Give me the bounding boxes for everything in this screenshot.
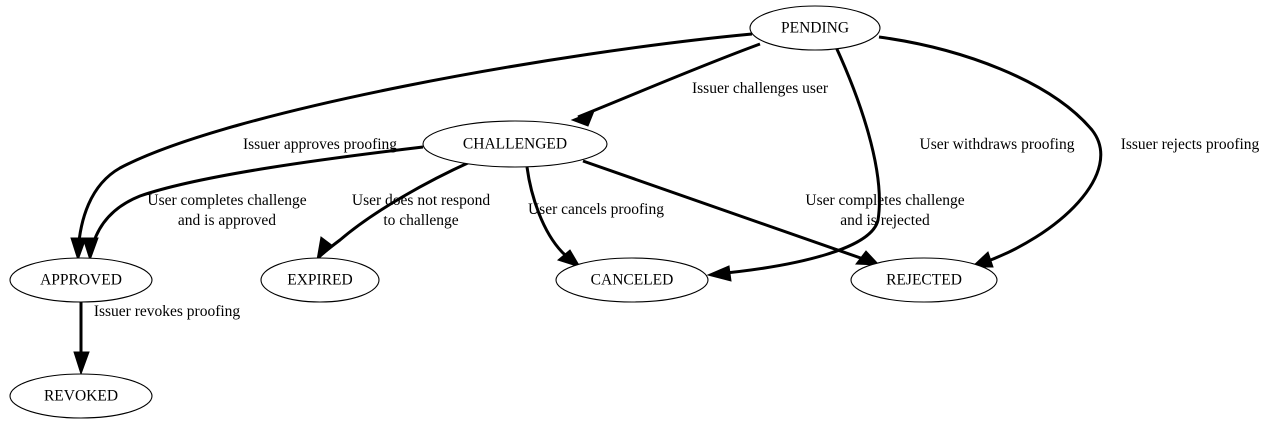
edges-layer xyxy=(70,32,1103,376)
edge-label-challenged-expired-line1: User does not respond xyxy=(352,192,490,209)
edge-pending-challenged-arrowhead xyxy=(570,110,595,127)
edge-label-challenged-rejected-line2: and is rejected xyxy=(840,212,930,229)
edge-challenged-approved-path xyxy=(89,145,424,253)
edge-challenged-rejected-arrowhead xyxy=(855,250,881,266)
node-expired[interactable]: EXPIRED xyxy=(260,257,380,303)
edge-label-pending-approved: Issuer approves proofing xyxy=(243,136,397,153)
edge-challenged-approved[interactable] xyxy=(82,145,424,262)
node-approved-ellipse xyxy=(9,257,153,303)
edge-pending-canceled-path xyxy=(715,46,881,276)
node-pending-label: PENDING xyxy=(781,20,849,37)
edge-label-approved-revoked: Issuer revokes proofing xyxy=(94,303,241,320)
edge-label-challenged-approved-line2: and is approved xyxy=(178,212,276,229)
node-pending[interactable]: PENDING xyxy=(749,5,881,51)
edge-challenged-rejected-path xyxy=(582,159,873,264)
edge-pending-approved-path xyxy=(76,32,753,253)
node-expired-label: EXPIRED xyxy=(287,272,352,289)
edge-label-challenged-expired-line2: to challenge xyxy=(383,212,458,229)
edge-label-challenged-approved-line1: User completes challenge xyxy=(147,192,306,209)
edge-label-pending-canceled: User withdraws proofing xyxy=(920,136,1075,153)
edge-challenged-approved-arrowhead xyxy=(82,237,99,262)
node-challenged[interactable]: CHALLENGED xyxy=(422,120,608,168)
edge-challenged-expired-arrowhead xyxy=(316,236,334,262)
node-expired-ellipse xyxy=(260,257,380,303)
edge-pending-approved-arrowhead xyxy=(70,237,87,262)
edge-label-pending-rejected: Issuer rejects proofing xyxy=(1121,136,1260,153)
edge-label-challenged-rejected-line1: User completes challenge xyxy=(805,192,964,209)
node-canceled-label: CANCELED xyxy=(591,272,674,289)
edge-pending-rejected-path xyxy=(878,35,1103,266)
edge-label-pending-challenged: Issuer challenges user xyxy=(692,80,829,97)
node-rejected-label: REJECTED xyxy=(886,272,962,289)
node-pending-ellipse xyxy=(749,5,881,51)
edge-pending-canceled-arrowhead xyxy=(706,265,732,282)
edge-challenged-expired[interactable] xyxy=(316,160,471,262)
edge-approved-revoked-arrowhead xyxy=(73,351,90,376)
edge-label-challenged-canceled: User cancels proofing xyxy=(528,201,664,218)
node-approved[interactable]: APPROVED xyxy=(9,257,153,303)
node-challenged-label: CHALLENGED xyxy=(463,136,567,153)
edge-pending-challenged-path xyxy=(577,42,761,119)
node-challenged-ellipse xyxy=(422,120,608,168)
node-rejected[interactable]: REJECTED xyxy=(850,257,998,303)
edge-pending-canceled[interactable] xyxy=(706,46,881,282)
edge-challenged-canceled[interactable] xyxy=(525,166,582,268)
edge-challenged-canceled-arrowhead xyxy=(556,249,582,268)
edge-pending-challenged[interactable] xyxy=(570,42,761,127)
edge-labels-layer: Issuer challenges user Issuer approves p… xyxy=(94,80,1260,320)
node-canceled-ellipse xyxy=(555,257,709,303)
edge-pending-rejected[interactable] xyxy=(878,35,1103,268)
node-revoked-label: REVOKED xyxy=(44,388,118,405)
edge-pending-approved[interactable] xyxy=(70,32,753,262)
node-revoked-ellipse xyxy=(9,373,153,419)
edge-challenged-rejected[interactable] xyxy=(582,159,881,266)
node-rejected-ellipse xyxy=(850,257,998,303)
nodes-layer: PENDING CHALLENGED APPROVED EXPIRED CANC… xyxy=(9,5,998,419)
node-approved-label: APPROVED xyxy=(40,272,122,289)
edge-approved-revoked[interactable] xyxy=(73,302,90,376)
node-revoked[interactable]: REVOKED xyxy=(9,373,153,419)
node-canceled[interactable]: CANCELED xyxy=(555,257,709,303)
